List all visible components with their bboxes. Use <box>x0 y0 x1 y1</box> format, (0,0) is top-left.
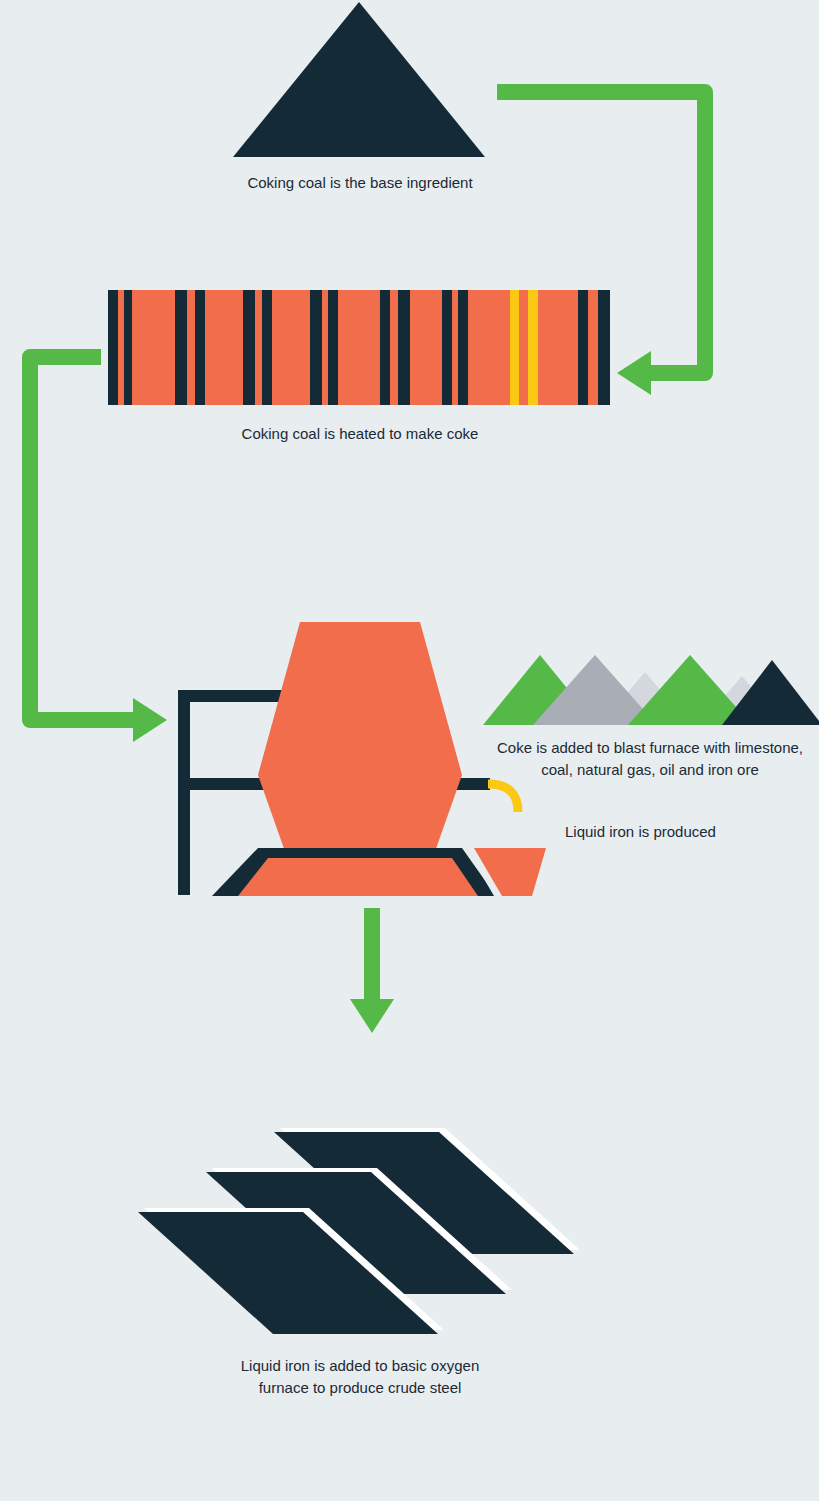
oven-stripe <box>578 290 588 405</box>
oven-stripe <box>310 290 322 405</box>
process-step: Coking coal is the base ingredient <box>225 0 495 194</box>
oven-stripe <box>398 290 410 405</box>
oven-stripe <box>108 290 118 405</box>
process-step: Coking coal is heated to make coke <box>105 285 615 445</box>
oven-stripe <box>510 290 519 405</box>
step-caption: Coke is added to blast furnace with lime… <box>495 737 805 781</box>
oven-stripe <box>195 290 205 405</box>
oven-stripe <box>262 290 272 405</box>
blast-furnace <box>178 622 546 896</box>
steel-slabs <box>138 1128 580 1334</box>
step-caption: Liquid iron is produced <box>565 821 765 843</box>
process-step: Coke is added to blast furnace with lime… <box>165 615 819 900</box>
oven-stripe <box>528 290 538 405</box>
flow-arrow <box>30 357 133 720</box>
flow-arrow <box>364 908 380 999</box>
material-piles <box>483 655 819 725</box>
step-caption: Coking coal is heated to make coke <box>160 423 560 445</box>
coke-oven <box>108 290 610 405</box>
oven-stripe <box>328 290 338 405</box>
process-step: Liquid iron is added to basic oxygen fur… <box>130 1035 590 1399</box>
oven-stripe <box>175 290 187 405</box>
flow-arrow <box>497 92 705 373</box>
oven-stripe <box>458 290 468 405</box>
oven-stripe <box>380 290 390 405</box>
step-caption: Liquid iron is added to basic oxygen fur… <box>215 1355 505 1399</box>
oven-stripe <box>243 290 255 405</box>
oven-stripe <box>442 290 452 405</box>
oven-stripe <box>598 290 610 405</box>
step-caption: Coking coal is the base ingredient <box>225 172 495 194</box>
oven-stripe <box>124 290 132 405</box>
coal-pile <box>233 2 485 157</box>
